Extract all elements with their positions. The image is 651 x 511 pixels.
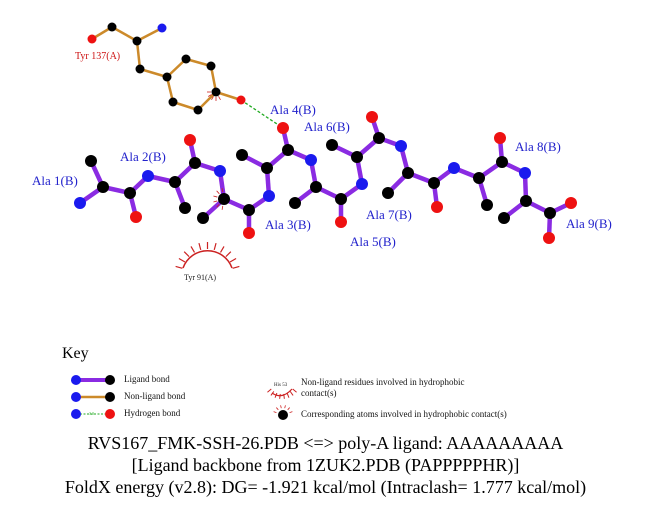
oxygen-atom <box>277 122 289 134</box>
carbon-atom <box>197 212 209 224</box>
key-ligand-bond-label: Ligand bond <box>124 374 170 384</box>
nitrogen-atom <box>448 162 460 174</box>
carbon-atom <box>498 212 510 224</box>
key-ligand-bond-sample <box>71 375 115 385</box>
label-ala9: Ala 9(B) <box>566 216 612 231</box>
label-ala1: Ala 1(B) <box>32 173 78 188</box>
label-ala8: Ala 8(B) <box>515 139 561 154</box>
oxygen-atom <box>565 197 577 209</box>
nitrogen-atom <box>74 197 86 209</box>
nitrogen-atom <box>142 170 154 182</box>
oxygen-atom <box>494 132 506 144</box>
carbon-atom <box>496 156 508 168</box>
carbon-atom <box>382 187 394 199</box>
key-graphics: Key 3.0 His 53 <box>62 345 297 420</box>
carbon-atom <box>107 22 117 32</box>
carbon-atom <box>243 204 255 216</box>
carbon-atom <box>124 187 136 199</box>
label-ala5: Ala 5(B) <box>350 234 396 249</box>
non-ligand-bond <box>135 40 142 70</box>
key-hydrogen-bond-sample: 3.0 <box>71 409 115 419</box>
carbon-atom <box>135 64 145 74</box>
carbon-atom <box>218 193 230 205</box>
carbon-atom <box>373 132 385 144</box>
carbon-atom <box>85 155 97 167</box>
carbon-atom <box>97 181 109 193</box>
nitrogen-atom <box>214 165 226 177</box>
carbon-atom <box>326 139 338 151</box>
key-example-residue: His 53 <box>274 383 288 388</box>
carbon-atom <box>544 207 556 219</box>
non-ligand-bond <box>136 26 163 43</box>
carbon-atom <box>181 54 191 64</box>
carbon-atom <box>261 162 273 174</box>
non-ligand-bond <box>111 25 138 43</box>
carbon-atom <box>211 87 221 97</box>
nitrogen-atom <box>519 167 531 179</box>
hydrophobic-atom-mark <box>213 188 224 210</box>
oxygen-atom <box>236 95 246 105</box>
caption-line-3: FoldX energy (v2.8): DG= -1.921 kcal/mol… <box>64 477 587 497</box>
key-hydrophobic-atoms-label: Corresponding atoms involved in hydropho… <box>301 409 507 419</box>
oxygen-atom <box>335 216 347 228</box>
carbon-atom <box>351 151 363 163</box>
nitrogen-atom <box>356 178 368 190</box>
oxygen-atom <box>431 201 443 213</box>
carbon-atom <box>289 197 301 209</box>
label-ala6: Ala 6(B) <box>304 119 350 134</box>
carbon-atom <box>169 176 181 188</box>
carbon-atom <box>236 149 248 161</box>
carbon-atom <box>193 105 203 115</box>
tyr91-hydrophobic-spokes <box>175 242 240 269</box>
caption-line-2: [Ligand backbone from 1ZUK2.PDB (PAPPPPP… <box>131 455 520 475</box>
key-hydrogen-bond-label: Hydrogen bond <box>124 408 181 418</box>
label-ala4: Ala 4(B) <box>270 102 316 117</box>
caption-line-1: RVS167_FMK-SSH-26.PDB <=> poly-A ligand:… <box>87 433 564 453</box>
nitrogen-atom <box>263 190 275 202</box>
oxygen-atom <box>366 111 378 123</box>
key-non-ligand-bond-sample <box>71 392 115 402</box>
non-ligand-bond <box>139 67 168 79</box>
oxygen-atom <box>130 211 142 223</box>
hydrophobic-contacts <box>175 91 240 269</box>
carbon-atom <box>520 195 532 207</box>
key-hbond-distance: 3.0 <box>89 411 94 416</box>
carbon-atom <box>162 72 172 82</box>
oxygen-atom <box>243 227 255 239</box>
key-hydrophobic-spokes <box>273 405 293 413</box>
carbon-atom <box>179 202 191 214</box>
carbon-atom <box>168 97 178 107</box>
key-hydrophobic-atom-sample <box>273 405 293 420</box>
key-non-ligand-bond-label: Non-ligand bond <box>124 391 186 401</box>
label-tyr137: Tyr 137(A) <box>75 51 120 62</box>
key-hydrophobic-arc-spokes <box>267 388 297 399</box>
label-tyr91: Tyr 91(A) <box>184 273 216 282</box>
oxygen-atom <box>184 134 196 146</box>
carbon-atom <box>473 172 485 184</box>
carbon-atom <box>132 36 142 46</box>
carbon-atom <box>206 61 216 71</box>
hydrophobic-atom-mark <box>207 91 221 101</box>
carbon-atom <box>402 167 414 179</box>
oxygen-atom <box>543 232 555 244</box>
label-ala7: Ala 7(B) <box>366 207 412 222</box>
carbon-atom <box>310 181 322 193</box>
carbon-atom <box>481 199 493 211</box>
label-ala3: Ala 3(B) <box>265 217 311 232</box>
oxygen-atom <box>87 34 97 44</box>
tyr91-hydrophobic-arc <box>182 249 233 269</box>
hydrogen-bond <box>240 99 284 129</box>
key-hydrophobic-residues-label: Non-ligand residues involved in hydropho… <box>301 377 465 398</box>
nitrogen-atom <box>395 140 407 152</box>
carbon-atom <box>428 177 440 189</box>
carbon-atom <box>189 157 201 169</box>
label-ala2: Ala 2(B) <box>120 149 166 164</box>
nitrogen-atom <box>305 154 317 166</box>
key-title: Key <box>62 345 89 362</box>
carbon-atom <box>335 193 347 205</box>
nitrogen-atom <box>157 23 167 33</box>
carbon-atom <box>282 144 294 156</box>
key-hydrophobic-residue-sample: His 53 <box>267 383 297 399</box>
